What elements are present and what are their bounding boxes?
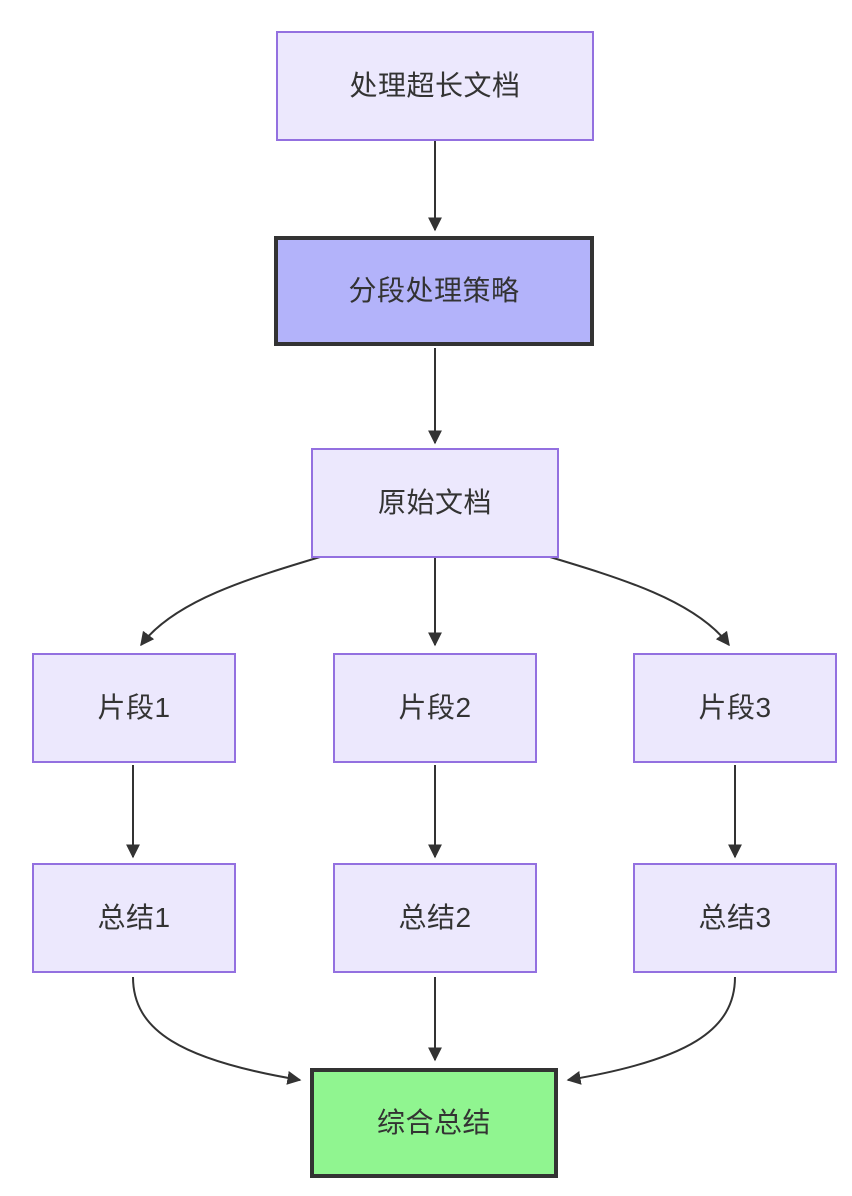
node-label: 处理超长文档 [349,70,521,102]
node-fragment-1[interactable]: 片段1 [32,653,236,763]
node-label: 分段处理策略 [348,275,520,307]
node-comprehensive-summary[interactable]: 综合总结 [310,1068,558,1178]
node-label: 总结2 [398,902,472,934]
edge-n3-n6 [539,553,730,647]
node-label: 总结1 [97,902,171,934]
edge-n9-n10 [566,976,736,1085]
node-label: 总结3 [698,902,772,934]
edge-n7-n10 [132,976,302,1085]
node-fragment-2[interactable]: 片段2 [333,653,537,763]
node-segmented-strategy[interactable]: 分段处理策略 [274,236,594,346]
node-original-document[interactable]: 原始文档 [311,448,559,558]
node-process-long-document[interactable]: 处理超长文档 [276,31,594,141]
node-label: 原始文档 [377,487,492,519]
node-summary-2[interactable]: 总结2 [333,863,537,973]
node-label: 片段1 [97,692,171,724]
node-label: 综合总结 [376,1107,491,1139]
node-label: 片段2 [398,692,472,724]
node-fragment-3[interactable]: 片段3 [633,653,837,763]
edge-n3-n4 [140,553,331,647]
node-summary-1[interactable]: 总结1 [32,863,236,973]
node-label: 片段3 [698,692,772,724]
node-summary-3[interactable]: 总结3 [633,863,837,973]
